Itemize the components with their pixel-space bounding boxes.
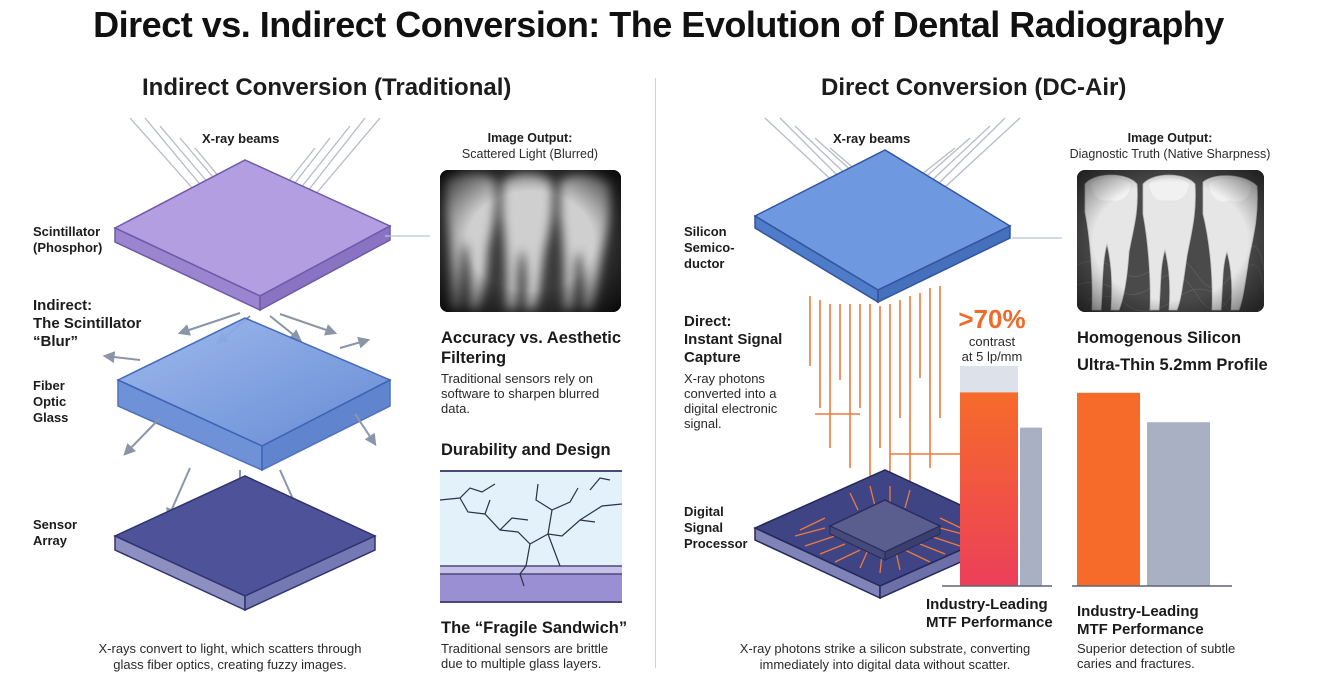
silicon-layer bbox=[753, 149, 1012, 304]
sharp-xray-image bbox=[1077, 170, 1264, 312]
left-section-title: Indirect Conversion (Traditional) bbox=[142, 74, 512, 101]
mtf-bar-chart-2 bbox=[1072, 392, 1232, 587]
scintillator-label: Scintillator(Phosphor) bbox=[33, 224, 103, 255]
bar-indirect bbox=[1147, 422, 1210, 586]
scintillator-layer bbox=[113, 159, 392, 312]
mtf-bar-chart-1 bbox=[942, 366, 1052, 587]
left-output-title: Image Output: bbox=[487, 131, 573, 145]
indirect-diagram bbox=[102, 117, 430, 612]
right-heading-homogenous: Homogenous Silicon bbox=[1077, 329, 1242, 347]
right-output-sub: Diagnostic Truth (Native Sharpness) bbox=[1069, 147, 1271, 161]
left-heading-fragile: The “Fragile Sandwich” bbox=[441, 619, 628, 637]
signal-lines bbox=[809, 286, 970, 498]
fragile-sandwich-illustration bbox=[439, 470, 623, 603]
right-output-title: Image Output: bbox=[1127, 131, 1213, 145]
bar-direct bbox=[1077, 392, 1140, 586]
page-title: Direct vs. Indirect Conversion: The Evol… bbox=[93, 4, 1224, 45]
indirect-blur-label: Indirect:The Scintillator“Blur” bbox=[33, 297, 142, 350]
left-output-sub: Scattered Light (Blurred) bbox=[461, 147, 599, 161]
left-beams-label: X-ray beams bbox=[202, 131, 280, 146]
center-divider bbox=[655, 78, 656, 668]
blurred-xray-image bbox=[440, 170, 621, 312]
right-footer: X-ray photons strike a silicon substrate… bbox=[739, 641, 1031, 672]
bar-direct bbox=[960, 392, 1018, 586]
right-heading-ultrathin: Ultra-Thin 5.2mm Profile bbox=[1077, 356, 1268, 374]
right-section-title: Direct Conversion (DC-Air) bbox=[821, 74, 1127, 101]
glass-layer bbox=[116, 317, 392, 472]
right-beams-label: X-ray beams bbox=[833, 131, 911, 146]
sensor-array-layer bbox=[113, 475, 377, 612]
left-footer: X-rays convert to light, which scatters … bbox=[98, 641, 362, 672]
bar-indirect bbox=[1020, 427, 1042, 586]
contrast-percent: >70% bbox=[958, 304, 1026, 334]
left-heading-durability: Durability and Design bbox=[441, 441, 611, 459]
direct-diagram bbox=[753, 117, 1062, 600]
